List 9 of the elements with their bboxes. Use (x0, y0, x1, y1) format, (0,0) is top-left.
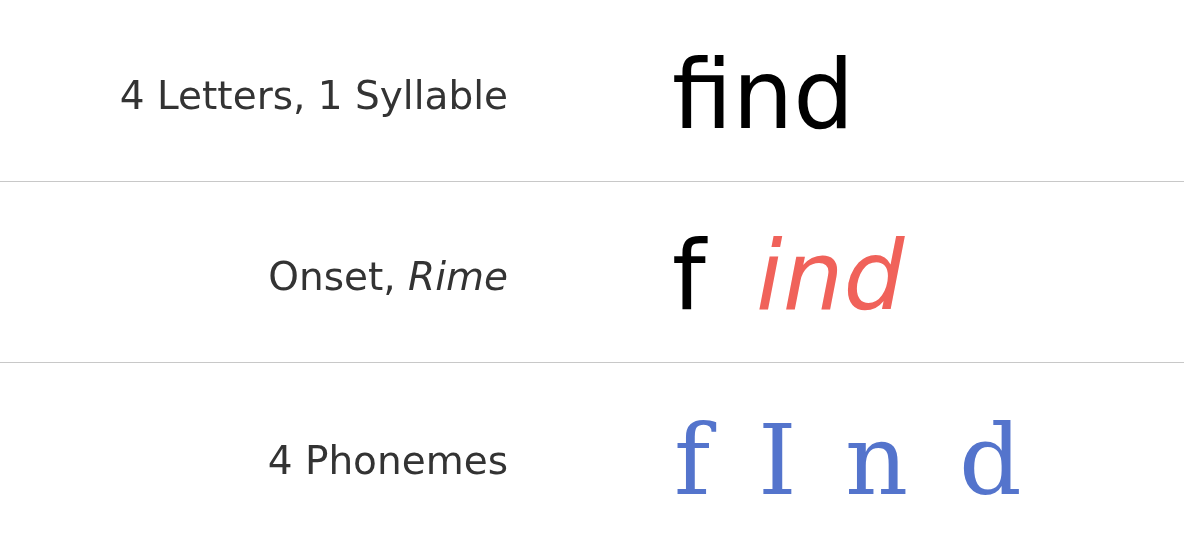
phoneme-symbol: d (959, 411, 1023, 509)
row-label: 4 Phonemes (267, 440, 508, 480)
phoneme-symbol: I (758, 411, 798, 509)
onset-text: f (672, 228, 706, 324)
phoneme-symbol: f (674, 411, 721, 509)
phoneme-symbol: n (845, 411, 910, 509)
row-label: Onset, Rime (268, 256, 508, 296)
rime-text: ind (756, 228, 906, 324)
word-text: find (672, 46, 855, 143)
